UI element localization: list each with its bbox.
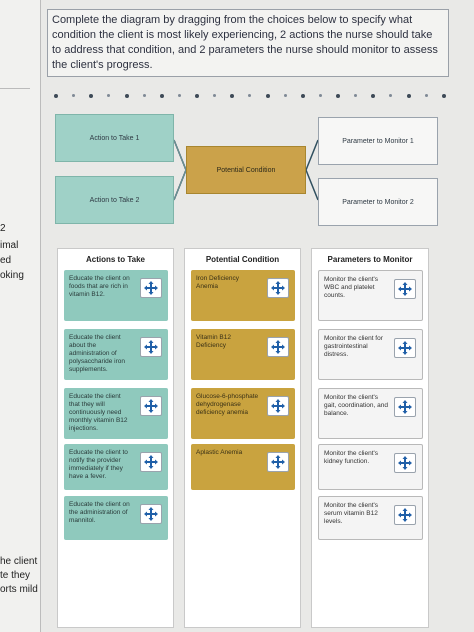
left-edge-panel: 2 imal ed oking he client te they orts m… bbox=[0, 0, 40, 632]
progress-dot bbox=[124, 94, 129, 98]
progress-dot bbox=[230, 94, 235, 98]
progress-dot bbox=[89, 94, 94, 98]
condition-choice[interactable]: Iron Deficiency Anemia bbox=[191, 270, 295, 321]
choice-label: Monitor the client's serum vitamin B12 l… bbox=[324, 502, 378, 525]
move-arrows-icon[interactable] bbox=[394, 453, 416, 473]
move-arrows-icon[interactable] bbox=[140, 504, 162, 524]
choice-label: Monitor the client for gastrointestinal … bbox=[324, 335, 383, 358]
conditions-column: Potential Condition Iron Deficiency Anem… bbox=[184, 248, 301, 628]
progress-dot bbox=[248, 94, 252, 97]
move-arrows-icon[interactable] bbox=[267, 278, 289, 298]
choice-label: Educate the client to notify the provide… bbox=[69, 449, 128, 480]
action-slot-2[interactable]: Action to Take 2 bbox=[55, 176, 174, 224]
action-choice[interactable]: Educate the client about the administrat… bbox=[64, 329, 168, 380]
progress-dot bbox=[54, 94, 58, 98]
move-arrows-icon[interactable] bbox=[267, 396, 289, 416]
progress-dot bbox=[159, 94, 164, 98]
action-choice[interactable]: Educate the client on the administration… bbox=[64, 496, 168, 540]
left-edge-text: ed bbox=[0, 255, 12, 266]
move-arrows-icon[interactable] bbox=[140, 396, 162, 416]
progress-dot bbox=[107, 94, 111, 97]
parameter-choice[interactable]: Monitor the client's gait, coordination,… bbox=[318, 388, 423, 439]
action-slot-1[interactable]: Action to Take 1 bbox=[55, 114, 174, 162]
parameters-column-header: Parameters to Monitor bbox=[327, 255, 413, 264]
divider bbox=[40, 0, 41, 632]
parameters-column: Parameters to Monitor Monitor the client… bbox=[311, 248, 429, 628]
progress-dot bbox=[283, 94, 287, 97]
move-arrows-icon[interactable] bbox=[394, 338, 416, 358]
progress-dot bbox=[389, 94, 393, 97]
conditions-column-header: Potential Condition bbox=[205, 255, 280, 264]
choice-label: Monitor the client's kidney function. bbox=[324, 450, 378, 465]
left-edge-text: oking bbox=[0, 270, 24, 281]
progress-dot bbox=[318, 94, 322, 97]
action-choice[interactable]: Educate the client on foods that are ric… bbox=[64, 270, 168, 321]
progress-dot bbox=[424, 94, 428, 97]
parameter-choice[interactable]: Monitor the client's serum vitamin B12 l… bbox=[318, 496, 423, 540]
progress-dots bbox=[54, 94, 446, 98]
move-arrows-icon[interactable] bbox=[394, 397, 416, 417]
progress-dot bbox=[354, 94, 358, 97]
parameter-choice[interactable]: Monitor the client's kidney function. bbox=[318, 444, 423, 490]
left-edge-text: imal bbox=[0, 240, 19, 251]
choices-area: Actions to Take Educate the client on fo… bbox=[57, 248, 429, 628]
progress-dot bbox=[336, 94, 340, 98]
move-arrows-icon[interactable] bbox=[140, 278, 162, 298]
parameter-choice[interactable]: Monitor the client for gastrointestinal … bbox=[318, 329, 423, 380]
move-arrows-icon[interactable] bbox=[267, 452, 289, 472]
choice-label: Vitamin B12 Deficiency bbox=[196, 334, 231, 349]
progress-dot bbox=[142, 94, 146, 97]
move-arrows-icon[interactable] bbox=[267, 337, 289, 357]
divider bbox=[0, 88, 30, 89]
action-choice[interactable]: Educate the client to notify the provide… bbox=[64, 444, 168, 490]
condition-choice[interactable]: Vitamin B12 Deficiency bbox=[191, 329, 295, 380]
condition-slot[interactable]: Potential Condition bbox=[186, 146, 306, 194]
progress-dot bbox=[406, 94, 411, 98]
move-arrows-icon[interactable] bbox=[140, 452, 162, 472]
choice-label: Educate the client on the administration… bbox=[69, 501, 130, 524]
progress-dot bbox=[300, 94, 305, 98]
actions-column: Actions to Take Educate the client on fo… bbox=[57, 248, 174, 628]
progress-dot bbox=[441, 94, 446, 98]
progress-dot bbox=[177, 94, 181, 97]
condition-choice[interactable]: Aplastic Anemia bbox=[191, 444, 295, 490]
parameter-slot-1[interactable]: Parameter to Monitor 1 bbox=[318, 117, 438, 165]
choice-label: Educate the client about the administrat… bbox=[69, 334, 126, 373]
choice-label: Monitor the client's WBC and platelet co… bbox=[324, 276, 378, 299]
choice-label: Educate the client on foods that are ric… bbox=[69, 275, 130, 298]
choice-label: Iron Deficiency Anemia bbox=[196, 275, 239, 290]
left-edge-text: he client bbox=[0, 556, 38, 567]
actions-column-header: Actions to Take bbox=[86, 255, 145, 264]
choice-label: Educate the client that they will contin… bbox=[69, 393, 128, 432]
progress-dot bbox=[265, 94, 270, 98]
choice-label: Monitor the client's gait, coordination,… bbox=[324, 394, 388, 417]
move-arrows-icon[interactable] bbox=[140, 337, 162, 357]
left-edge-text: orts mild bbox=[0, 584, 38, 595]
choice-label: Aplastic Anemia bbox=[196, 449, 243, 456]
parameter-choice[interactable]: Monitor the client's WBC and platelet co… bbox=[318, 270, 423, 321]
move-arrows-icon[interactable] bbox=[394, 279, 416, 299]
move-arrows-icon[interactable] bbox=[394, 505, 416, 525]
left-edge-text: 2 bbox=[0, 223, 6, 234]
progress-dot bbox=[72, 94, 76, 97]
choice-label: Glucose-6-phosphate dehydrogenase defici… bbox=[196, 393, 259, 416]
progress-dot bbox=[371, 94, 376, 98]
condition-choice[interactable]: Glucose-6-phosphate dehydrogenase defici… bbox=[191, 388, 295, 439]
action-choice[interactable]: Educate the client that they will contin… bbox=[64, 388, 168, 439]
left-edge-text: te they bbox=[0, 570, 31, 581]
progress-dot bbox=[213, 94, 217, 97]
parameter-slot-2[interactable]: Parameter to Monitor 2 bbox=[318, 178, 438, 226]
progress-dot bbox=[195, 94, 199, 98]
question-prompt: Complete the diagram by dragging from th… bbox=[47, 9, 449, 77]
